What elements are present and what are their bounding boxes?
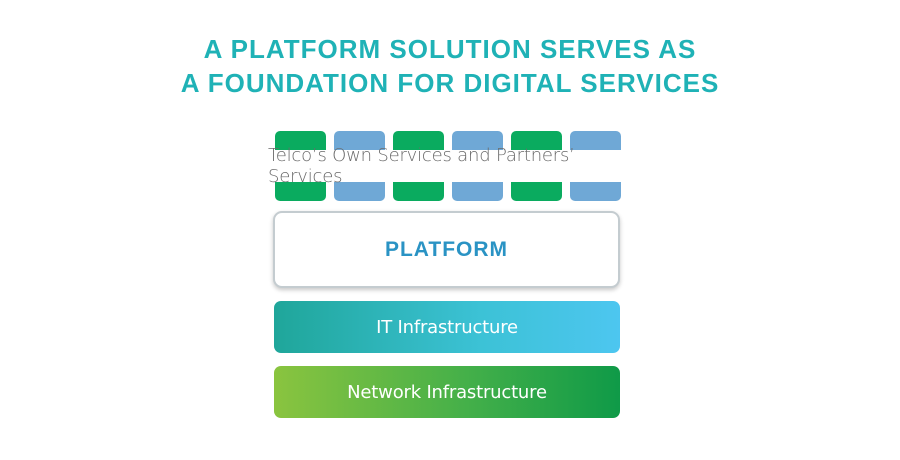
network-infrastructure-label: Network Infrastructure — [347, 381, 547, 403]
it-infrastructure-label: IT Infrastructure — [376, 316, 518, 338]
diagram-title-line-2: A FOUNDATION FOR DIGITAL SERVICES — [180, 68, 720, 98]
services-band: Telco’s Own Services and Partners’ Servi… — [268, 145, 624, 187]
services-label: Telco’s Own Services and Partners’ Servi… — [268, 145, 575, 187]
it-infrastructure-layer: IT Infrastructure — [274, 301, 620, 353]
network-infrastructure-layer: Network Infrastructure — [274, 366, 620, 418]
platform-layer: PLATFORM — [273, 211, 620, 288]
platform-label: PLATFORM — [384, 237, 509, 261]
diagram-title-line-1: A PLATFORM SOLUTION SERVES AS — [203, 34, 697, 64]
